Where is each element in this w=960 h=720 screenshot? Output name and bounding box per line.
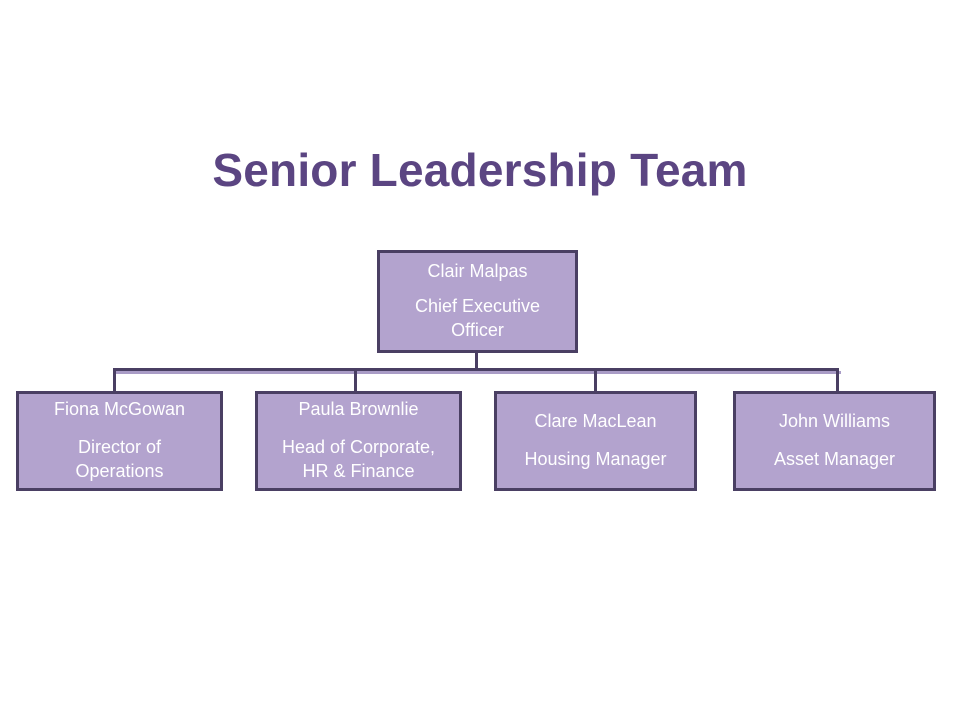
org-node-child-2-name: Clare MacLean bbox=[534, 410, 657, 431]
org-node-child-1-role-line-2: HR & Finance bbox=[302, 460, 415, 481]
connector-horizontal-shadow bbox=[115, 371, 841, 374]
connector-drop-1 bbox=[354, 368, 357, 392]
org-node-root-role-line-2: Officer bbox=[451, 319, 504, 340]
org-node-child-2-role: Housing Manager bbox=[518, 447, 672, 471]
org-node-child-0[interactable]: Fiona McGowan Director of Operations bbox=[16, 391, 223, 491]
org-node-child-0-role: Director of Operations bbox=[69, 435, 169, 483]
org-node-root-name: Clair Malpas bbox=[427, 260, 528, 281]
page-title: Senior Leadership Team bbox=[212, 144, 748, 196]
org-node-child-3[interactable]: John Williams Asset Manager bbox=[733, 391, 936, 491]
org-node-child-0-role-line-2: Operations bbox=[75, 460, 164, 481]
org-node-root[interactable]: Clair Malpas Chief Executive Officer bbox=[377, 250, 578, 353]
connector-root-stem bbox=[475, 352, 478, 369]
connector-horizontal-bar bbox=[113, 368, 839, 371]
org-node-root-role: Chief Executive Officer bbox=[409, 294, 546, 342]
org-node-child-0-name: Fiona McGowan bbox=[53, 398, 186, 419]
org-node-child-3-role-line-1: Asset Manager bbox=[773, 448, 896, 469]
org-node-child-1-role: Head of Corporate, HR & Finance bbox=[276, 435, 441, 483]
connector-drop-0 bbox=[113, 368, 116, 392]
connector-drop-3 bbox=[836, 368, 839, 392]
connector-drop-2 bbox=[594, 368, 597, 392]
org-node-child-3-role: Asset Manager bbox=[768, 447, 901, 471]
org-node-child-2-role-line-1: Housing Manager bbox=[524, 448, 667, 469]
org-node-child-1-name: Paula Brownlie bbox=[298, 398, 419, 419]
org-node-child-2[interactable]: Clare MacLean Housing Manager bbox=[494, 391, 697, 491]
org-node-child-1-role-line-1: Head of Corporate, bbox=[281, 436, 436, 457]
org-node-root-role-line-1: Chief Executive bbox=[414, 295, 541, 316]
org-node-child-1[interactable]: Paula Brownlie Head of Corporate, HR & F… bbox=[255, 391, 462, 491]
org-node-child-3-name: John Williams bbox=[778, 410, 891, 431]
org-node-child-0-role-line-1: Director of bbox=[77, 436, 162, 457]
